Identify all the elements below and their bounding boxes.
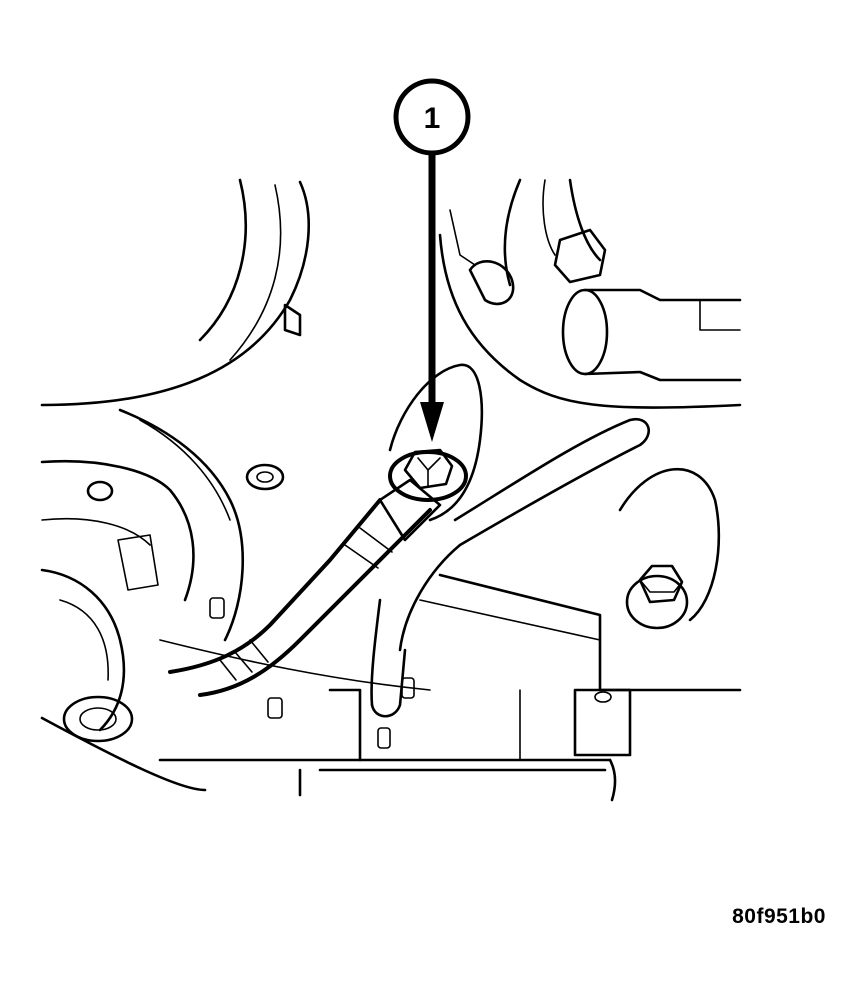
figure-id-label: 80f951b0 [732,905,826,928]
housing-outline [40,178,310,732]
callout-arrow [420,155,444,442]
callout-number: 1 [424,102,441,135]
housing-bosses [62,303,302,743]
lower-frame [40,573,742,802]
strap-bracket [370,363,650,749]
callout-bolt [388,448,468,502]
right-bolt-assembly [618,467,721,630]
upper-right-components [438,178,742,409]
callout-badge: 1 [393,78,471,156]
ground-strap-cable [168,478,442,697]
